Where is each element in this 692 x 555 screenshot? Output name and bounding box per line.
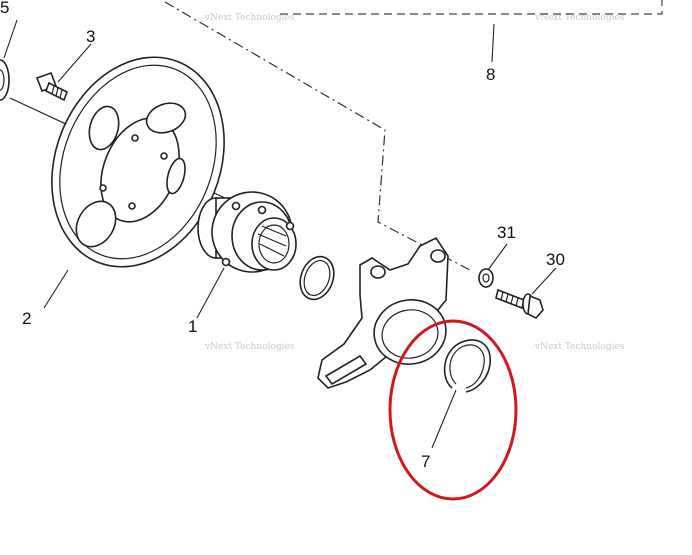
part-31-washer — [478, 268, 494, 288]
highlight-circle — [388, 319, 518, 501]
assembly-centerline — [164, 1, 471, 271]
caliper-carrier — [317, 236, 449, 389]
leader-lines — [3, 19, 557, 449]
callout-part-2: 2 — [22, 309, 31, 328]
part-30-bolt — [495, 288, 544, 319]
watermark-text: vNext Technologies — [204, 13, 295, 23]
callout-part-30: 30 — [546, 250, 565, 269]
callout-part-5: 5 — [0, 0, 9, 17]
part-2-brake-disc — [51, 56, 225, 268]
callout-part-7: 7 — [421, 452, 430, 471]
callout-part-8: 8 — [486, 65, 495, 84]
callout-part-1: 1 — [188, 317, 197, 336]
part-7-circlip — [443, 339, 491, 393]
part-5-ring — [0, 59, 10, 101]
callout-labels: 5 3 8 31 30 2 1 7 — [0, 0, 565, 471]
assembly-bracket-line — [280, 0, 663, 15]
part-3-bolt — [35, 71, 69, 102]
watermark-text: vNext Technologies — [534, 13, 625, 23]
callout-part-3: 3 — [86, 27, 95, 46]
o-ring — [299, 255, 335, 301]
callout-part-31: 31 — [497, 223, 516, 242]
watermark-text: vNext Technologies — [534, 342, 625, 352]
watermark-text: vNext Technologies — [204, 342, 295, 352]
watermark-group: vNext Technologies vNext Technologies vN… — [204, 13, 625, 352]
part-1-hub — [197, 191, 297, 273]
